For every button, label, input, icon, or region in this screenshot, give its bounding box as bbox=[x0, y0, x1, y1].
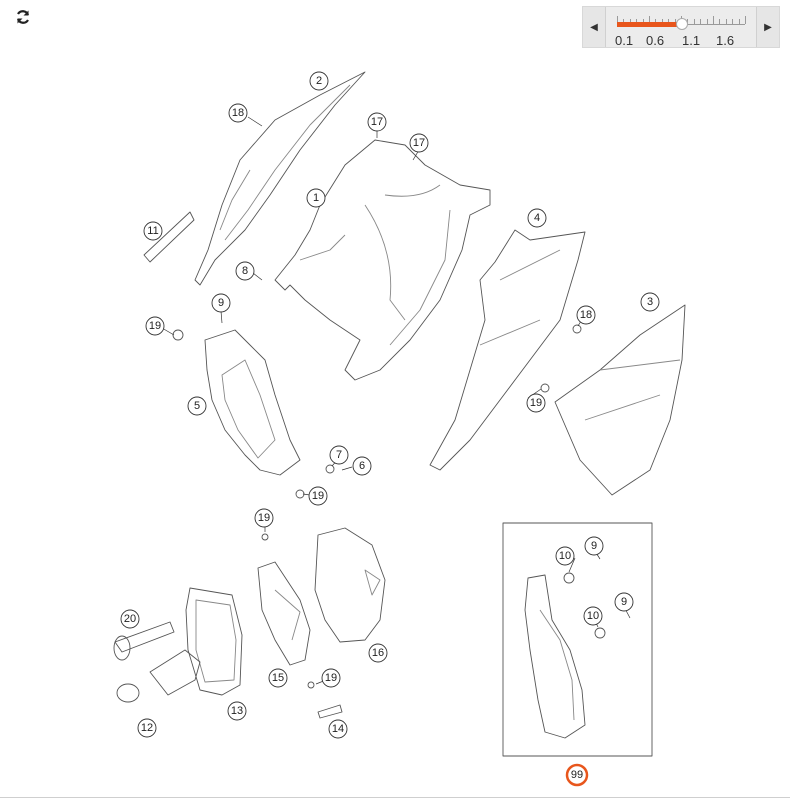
callout-9: 9 bbox=[591, 540, 597, 552]
callout-19: 19 bbox=[325, 672, 337, 684]
callout-17: 17 bbox=[413, 137, 425, 149]
chevron-left-icon: ◀ bbox=[590, 21, 598, 33]
slider-tick bbox=[687, 19, 689, 24]
callout-12: 12 bbox=[141, 722, 153, 734]
part-3-shape bbox=[554, 304, 686, 496]
callout-9: 9 bbox=[218, 297, 224, 309]
slider-tick bbox=[668, 19, 670, 24]
slider-tick bbox=[745, 16, 746, 24]
slider-tick bbox=[617, 16, 618, 24]
zoom-prev-button[interactable]: ◀ bbox=[583, 7, 606, 47]
slider-tick bbox=[629, 19, 631, 24]
callout-13: 13 bbox=[231, 705, 243, 717]
kit-part-shape bbox=[524, 574, 586, 739]
part-12-shape bbox=[116, 683, 140, 703]
scale-label: 1.6 bbox=[716, 33, 735, 48]
kit-99-badge[interactable]: 99 bbox=[565, 763, 589, 787]
callout-19: 19 bbox=[530, 397, 542, 409]
part-14-shape bbox=[317, 704, 343, 719]
slider-fill bbox=[617, 22, 681, 27]
callout-1: 1 bbox=[313, 192, 319, 204]
slider-tick bbox=[642, 19, 644, 24]
slider-tick bbox=[636, 19, 638, 24]
part-15-shape bbox=[257, 561, 311, 666]
slider-tick bbox=[706, 19, 708, 24]
callout-3: 3 bbox=[647, 296, 653, 308]
slider-tick bbox=[738, 19, 740, 24]
part-16-shape bbox=[314, 527, 386, 643]
callout-5: 5 bbox=[194, 400, 200, 412]
zoom-scale-labels: 0.1 0.6 1.1 1.6 bbox=[609, 33, 759, 48]
slider-tick bbox=[732, 19, 734, 24]
scale-label: 0.1 bbox=[615, 33, 634, 48]
scale-label: 0.6 bbox=[646, 33, 665, 48]
part-13-shape bbox=[185, 587, 243, 696]
zoom-slider[interactable] bbox=[617, 13, 746, 30]
scale-label: 1.1 bbox=[682, 33, 701, 48]
bottom-divider bbox=[0, 797, 790, 798]
slider-tick bbox=[649, 16, 650, 24]
slider-tick bbox=[713, 16, 714, 24]
slider-tick bbox=[661, 19, 663, 24]
callout-8: 8 bbox=[242, 265, 248, 277]
part-11-shape bbox=[143, 211, 195, 263]
slider-tick bbox=[700, 19, 702, 24]
slider-tick bbox=[719, 19, 721, 24]
kit-badge-label: 99 bbox=[571, 769, 583, 781]
callout-14: 14 bbox=[332, 723, 344, 735]
callout-18: 18 bbox=[232, 107, 244, 119]
callout-19: 19 bbox=[149, 320, 161, 332]
callout-10: 10 bbox=[559, 550, 571, 562]
slider-tick bbox=[674, 19, 676, 24]
callout-11: 11 bbox=[147, 225, 158, 237]
part-4-shape bbox=[429, 229, 586, 471]
callout-16: 16 bbox=[372, 647, 384, 659]
slider-tick bbox=[693, 19, 695, 24]
callout-19: 19 bbox=[312, 490, 324, 502]
callout-6: 6 bbox=[359, 460, 365, 472]
callout-7: 7 bbox=[336, 449, 342, 461]
slider-tick bbox=[623, 19, 625, 24]
callout-9: 9 bbox=[621, 596, 627, 608]
callout-20: 20 bbox=[124, 613, 136, 625]
callout-17: 17 bbox=[371, 116, 383, 128]
slider-tick bbox=[725, 19, 727, 24]
zoom-control: ◀ 0.1 0.6 1.1 1.6 ▶ bbox=[582, 6, 780, 48]
callout-2: 2 bbox=[316, 75, 322, 87]
callout-10: 10 bbox=[587, 610, 599, 622]
slider-tick bbox=[655, 19, 657, 24]
callout-15: 15 bbox=[272, 672, 284, 684]
slider-knob[interactable] bbox=[676, 18, 688, 30]
callout-19: 19 bbox=[258, 512, 270, 524]
part-20-shape bbox=[114, 621, 175, 653]
part-5-shape bbox=[204, 329, 301, 476]
intake-boot-shape bbox=[149, 649, 201, 696]
callout-4: 4 bbox=[534, 212, 540, 224]
refresh-icon bbox=[16, 10, 30, 24]
chevron-right-icon: ▶ bbox=[764, 21, 772, 33]
zoom-next-button[interactable]: ▶ bbox=[756, 7, 779, 47]
kit-frame bbox=[502, 522, 653, 757]
refresh-button[interactable] bbox=[14, 8, 32, 26]
part-2-shape bbox=[194, 71, 366, 286]
callout-18: 18 bbox=[580, 309, 592, 321]
part-1-shape bbox=[274, 139, 491, 381]
